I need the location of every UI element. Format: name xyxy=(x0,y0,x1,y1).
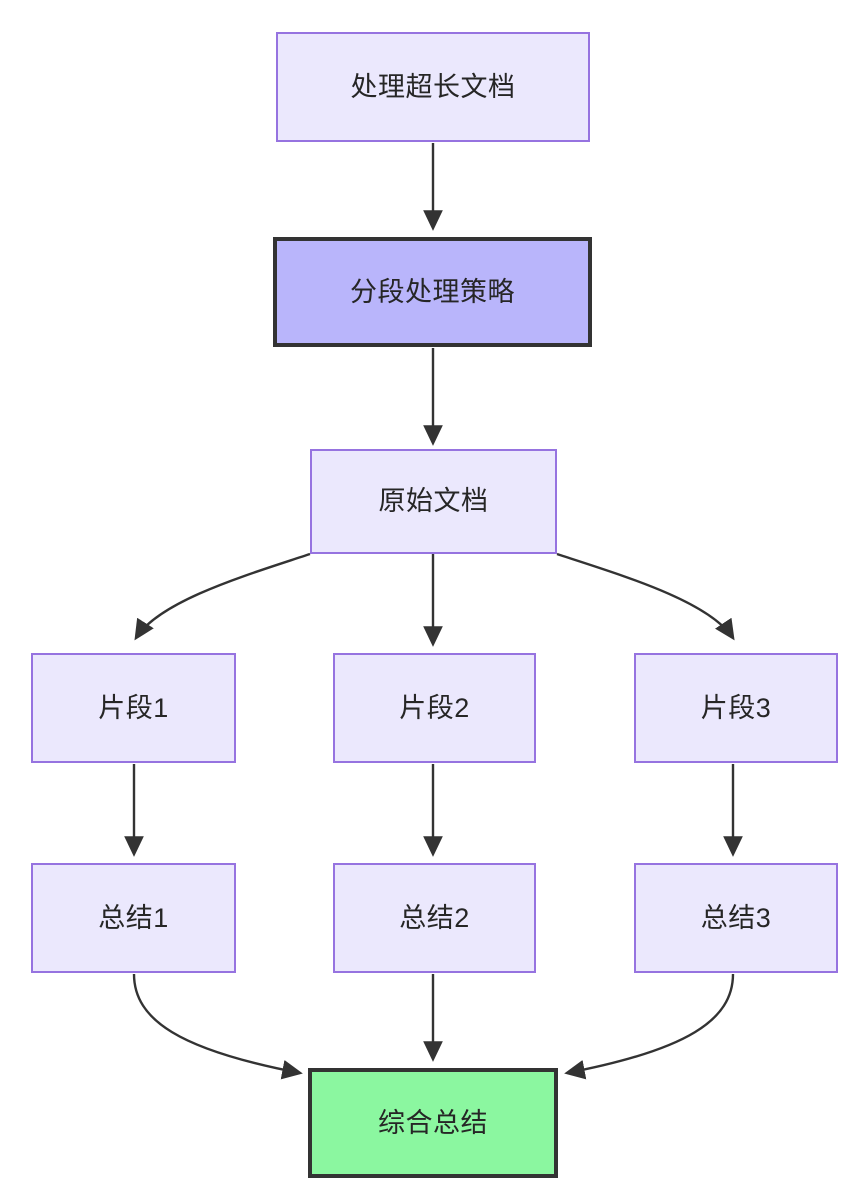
edge-source-doc-to-chunk-3 xyxy=(556,552,735,641)
node-chunk-2[interactable]: 片段2 xyxy=(333,653,536,763)
edge-summary-1-to-final xyxy=(132,973,303,1080)
node-chunk-1-label: 片段1 xyxy=(98,692,169,723)
node-long-doc[interactable]: 处理超长文档 xyxy=(276,32,590,142)
node-final-summary[interactable]: 综合总结 xyxy=(308,1068,558,1178)
node-final-summary-label: 综合总结 xyxy=(378,1107,488,1138)
edge-summary-3-to-final xyxy=(564,973,735,1080)
node-summary-1[interactable]: 总结1 xyxy=(31,863,236,973)
node-strategy[interactable]: 分段处理策略 xyxy=(273,237,592,347)
node-source-doc[interactable]: 原始文档 xyxy=(310,449,557,554)
node-summary-3[interactable]: 总结3 xyxy=(634,863,838,973)
node-strategy-label: 分段处理策略 xyxy=(350,276,515,307)
edge-source-doc-to-chunk-1 xyxy=(134,552,311,641)
node-chunk-1[interactable]: 片段1 xyxy=(31,653,236,763)
node-chunk-3[interactable]: 片段3 xyxy=(634,653,838,763)
node-summary-2-label: 总结2 xyxy=(399,902,470,933)
node-chunk-2-label: 片段2 xyxy=(399,692,470,723)
node-source-doc-label: 原始文档 xyxy=(378,486,489,517)
node-summary-2[interactable]: 总结2 xyxy=(333,863,536,973)
node-long-doc-label: 处理超长文档 xyxy=(350,71,516,102)
node-chunk-3-label: 片段3 xyxy=(700,692,772,723)
node-summary-1-label: 总结1 xyxy=(98,902,169,933)
node-summary-3-label: 总结3 xyxy=(700,902,772,933)
